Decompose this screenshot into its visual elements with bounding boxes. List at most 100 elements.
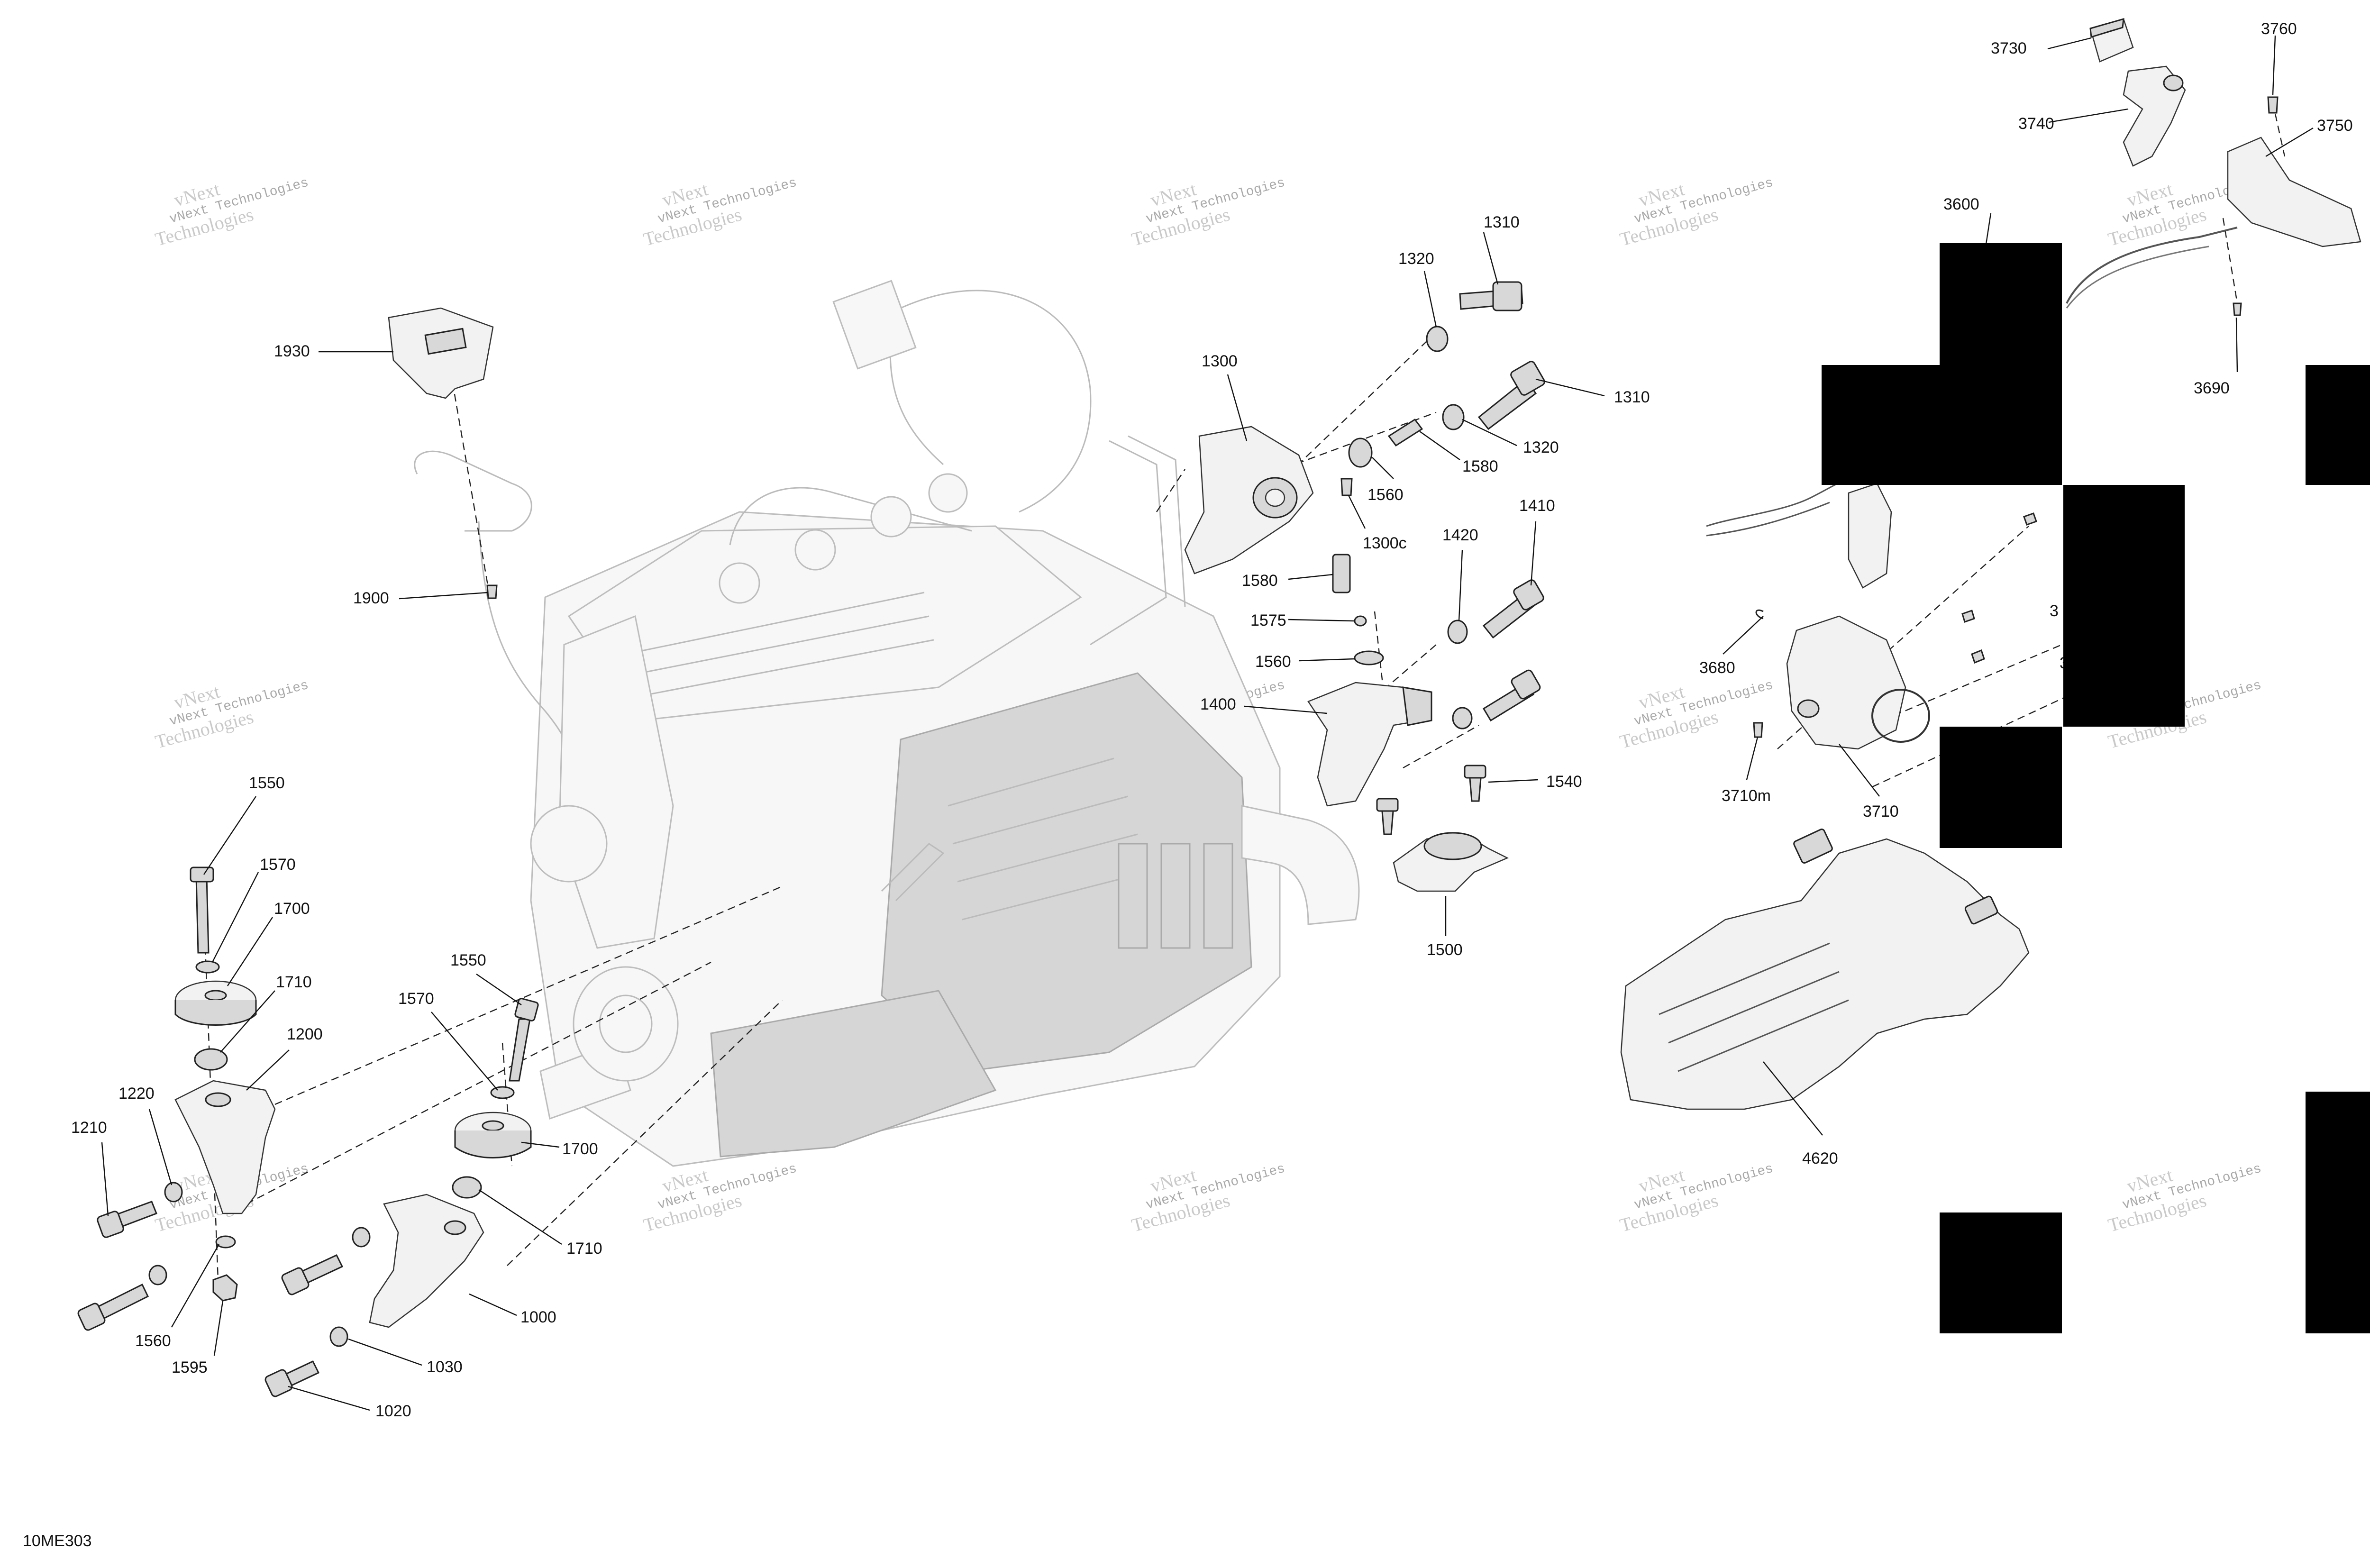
- leader-1020: [288, 1386, 370, 1411]
- axis-line: [1403, 724, 1479, 769]
- label-1710: 1710: [566, 1240, 602, 1258]
- label-1550: 1550: [450, 951, 486, 969]
- connector-ghost: [832, 280, 917, 370]
- axis-line: [449, 369, 489, 588]
- redaction-block: [1822, 365, 2062, 485]
- sensor-3710-loop: [1871, 689, 1930, 743]
- bracket-1000-hole: [444, 1220, 466, 1235]
- isolator-1700-left-hole: [204, 990, 227, 1001]
- leader-1550b: [476, 974, 522, 1005]
- label-1560: 1560: [1255, 653, 1291, 671]
- leader-1030: [348, 1338, 422, 1366]
- axis-line: [2274, 113, 2286, 157]
- isolator-1710-center: [452, 1176, 482, 1199]
- washer-1420: [1447, 620, 1468, 644]
- bolt-1020-head: [264, 1369, 293, 1397]
- label-1310: 1310: [1614, 388, 1650, 406]
- washer-1570-left: [195, 960, 220, 974]
- label-3600: 3600: [1943, 195, 1979, 213]
- bracket-1930: [388, 307, 494, 399]
- lever-3750: [2227, 137, 2361, 247]
- housing-ribs: [948, 757, 1148, 921]
- vent-slot: [1118, 843, 1148, 949]
- flange-hub: [599, 994, 653, 1053]
- label-1580: 1580: [1462, 457, 1498, 475]
- label-1000: 1000: [520, 1308, 556, 1326]
- bracket-1930-tab: [424, 328, 467, 355]
- screw-right-3: [2023, 512, 2037, 526]
- watermark-1: vNext Technologies vNext Technologies: [153, 175, 310, 250]
- watermark-3: vNext Technologies vNext Technologies: [1129, 175, 1286, 250]
- leader-1570b: [431, 1012, 498, 1091]
- redaction-block: [2306, 365, 2370, 485]
- connector-plug: [1848, 483, 1892, 589]
- redaction-blocks: [1822, 243, 2370, 1333]
- leader-1310b: [1535, 378, 1605, 397]
- coil-pack: [794, 529, 836, 571]
- redaction-block: [1940, 243, 2062, 366]
- leader-3680: [1723, 616, 1764, 655]
- bolt-1310-head: [1510, 361, 1545, 396]
- label-1560: 1560: [1367, 486, 1404, 504]
- coil-pack: [719, 562, 760, 604]
- leader-1560a: [1372, 457, 1394, 479]
- label-1900: 1900: [353, 589, 389, 607]
- leader-1220: [148, 1109, 173, 1185]
- coil-pack: [928, 473, 968, 513]
- label-1930: 1930: [274, 342, 310, 360]
- leader-1320b: [1462, 419, 1517, 447]
- label-1020: 1020: [375, 1402, 411, 1420]
- bracket-1400: [1307, 682, 1428, 807]
- dipstick-tube: [881, 843, 945, 902]
- label-1710: 1710: [276, 973, 312, 991]
- leader-1570a: [211, 872, 259, 963]
- sensor-wire: [1706, 501, 1830, 537]
- label-3760: 3760: [2261, 20, 2297, 38]
- rubber-mount-top: [1423, 832, 1482, 860]
- output-flange: [573, 966, 679, 1082]
- label-1500: 1500: [1427, 941, 1463, 959]
- washer-1220: [164, 1182, 183, 1203]
- leader-1710b: [478, 1189, 562, 1245]
- leader-1300: [1227, 374, 1248, 441]
- label-4620: 4620: [1802, 1149, 1838, 1167]
- coil-pack: [870, 496, 912, 538]
- redaction-block: [2063, 485, 2185, 727]
- part-labels: 1930 1900 1300 1320 1310 1310 1320 1580 …: [71, 20, 2353, 1420]
- oil-sump: [710, 990, 997, 1158]
- leader-1400: [1244, 705, 1328, 714]
- label-1300c: 1300c: [1363, 534, 1407, 552]
- axis-line: [507, 1000, 783, 1266]
- bolt-1410-head: [1513, 579, 1544, 611]
- washer-1320-upper: [1426, 326, 1449, 352]
- airbox-clip: [1964, 895, 1998, 925]
- label-1560: 1560: [135, 1332, 171, 1350]
- leader-1540: [1488, 779, 1539, 783]
- label-3690: 3690: [2194, 379, 2230, 397]
- label-1210: 1210: [71, 1119, 107, 1137]
- leader-1575: [1288, 619, 1355, 622]
- label-1580: 1580: [1242, 572, 1278, 590]
- label-1595: 1595: [172, 1358, 208, 1377]
- leader-1710a: [220, 990, 275, 1053]
- watermark-13: vNext Technologies vNext Technologies: [1129, 1161, 1286, 1236]
- label-1410: 1410: [1519, 497, 1555, 515]
- bolt-1550-left: [195, 876, 210, 954]
- leader-3750: [2265, 127, 2314, 157]
- label-3750: 3750: [2317, 117, 2353, 135]
- watermark-6: vNext Technologies vNext Technologies: [153, 678, 310, 752]
- isolator-1700-center-body: [454, 1130, 532, 1158]
- leader-1700a: [227, 917, 273, 986]
- intake-runner: [729, 487, 972, 546]
- axis-line: [1156, 469, 1185, 512]
- cable-3600-b: [2066, 246, 2209, 309]
- label-1420: 1420: [1442, 526, 1478, 544]
- wiring-harness-ghost: [900, 290, 1092, 513]
- leader-1000: [469, 1293, 517, 1316]
- mount-1300-hole: [1265, 488, 1285, 507]
- label-1300: 1300: [1202, 352, 1238, 370]
- leader-1320a: [1423, 271, 1437, 328]
- washer-1560-left: [215, 1235, 236, 1249]
- label-partial: 3: [2050, 602, 2059, 620]
- leader-1900: [399, 592, 489, 600]
